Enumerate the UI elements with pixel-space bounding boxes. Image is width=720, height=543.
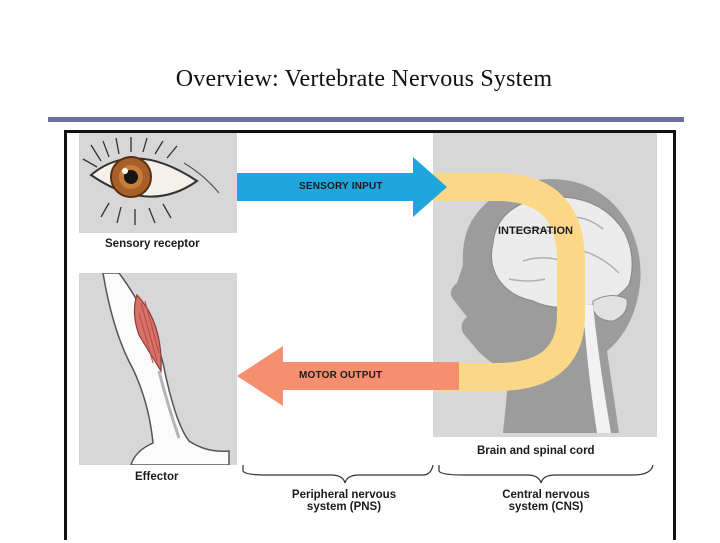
- nervous-system-figure: Sensory receptor Effector: [64, 130, 676, 540]
- cns-label-line1: Central nervous: [502, 489, 590, 501]
- pns-label-line2: system (PNS): [306, 501, 382, 513]
- integration-label: INTEGRATION: [498, 225, 573, 237]
- pns-label: Peripheral nervous system (PNS): [269, 489, 419, 513]
- title-divider: [48, 117, 684, 122]
- cns-label-line2: system (CNS): [508, 501, 584, 513]
- bracket-lines: [242, 464, 654, 484]
- slide-title: Overview: Vertebrate Nervous System: [175, 66, 553, 92]
- integration-loop: [433, 173, 585, 391]
- motor-output-arrow: [237, 346, 459, 406]
- effector-label: Effector: [135, 471, 179, 483]
- sensory-receptor-panel: [79, 133, 237, 233]
- brain-spinal-cord-label: Brain and spinal cord: [477, 445, 595, 457]
- leg-muscle-illustration: [102, 273, 230, 465]
- eye-illustration: [82, 137, 220, 225]
- sensory-receptor-label: Sensory receptor: [105, 238, 200, 250]
- pns-label-line1: Peripheral nervous: [291, 489, 397, 501]
- sensory-input-label: Sensory input: [299, 181, 383, 192]
- effector-panel: [79, 273, 237, 465]
- cns-label: Central nervous system (CNS): [471, 489, 621, 513]
- motor-output-label: Motor output: [299, 370, 383, 381]
- sensory-input-arrow: [237, 157, 447, 217]
